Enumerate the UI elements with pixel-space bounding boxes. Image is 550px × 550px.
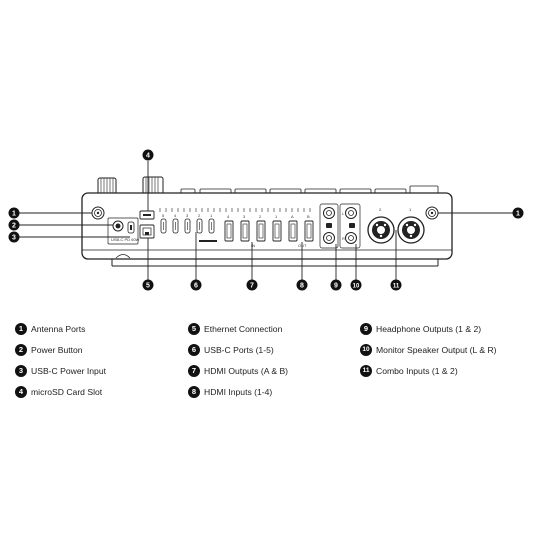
legend-badge: 4 <box>15 385 27 398</box>
callout-badge-1-left: 1 <box>8 207 20 219</box>
antenna-port-right <box>425 206 439 220</box>
legend-label: Power Button <box>31 344 83 355</box>
vent-row <box>159 208 311 212</box>
legend-badge: 3 <box>15 364 27 377</box>
callout-badge-2: 2 <box>8 219 20 231</box>
callout-badge-8: 8 <box>296 279 308 291</box>
combo-label-1: 1 <box>409 207 412 212</box>
device-rear-panel-diagram: USB-C PD 60W 5 4 3 2 1 <box>8 149 524 291</box>
legend-label: USB-C Power Input <box>31 365 106 376</box>
svg-text:3: 3 <box>12 235 16 242</box>
top-knob-left <box>97 177 117 195</box>
callout-badge-10: 10 <box>350 279 362 291</box>
legend-item-5: 5 Ethernet Connection <box>188 318 288 339</box>
callout-badge-1-right: 1 <box>512 207 524 219</box>
hdmi-label-1: 1 <box>275 214 278 219</box>
hdmi-labels: 4 3 2 1 A B IN OUT <box>227 214 310 248</box>
legend-badge: 6 <box>188 343 200 356</box>
usb-label-5: 5 <box>162 213 165 218</box>
legend-item-1: 1 Antenna Ports <box>15 318 106 339</box>
hdmi-label-2: 2 <box>259 214 262 219</box>
usb-label-1: 1 <box>210 213 213 218</box>
legend-badge: 2 <box>15 343 27 356</box>
callout-badge-7: 7 <box>246 279 258 291</box>
hdmi-in-label: IN <box>251 243 255 248</box>
monitor-label-r: R <box>342 236 345 241</box>
combo-inputs: 2 1 <box>367 207 425 244</box>
top-knob-right <box>142 176 164 195</box>
usb-label-4: 4 <box>174 213 177 218</box>
sd-ethernet-area <box>139 210 155 239</box>
legend-item-10: 10 Monitor Speaker Output (L & R) <box>360 339 497 360</box>
antenna-port-left <box>91 206 105 220</box>
callout-badge-6: 6 <box>190 279 202 291</box>
legend-label: USB-C Ports (1-5) <box>204 344 274 355</box>
legend-item-11: 11 Combo Inputs (1 & 2) <box>360 360 497 381</box>
legend-item-3: 3 USB-C Power Input <box>15 360 106 381</box>
hdmi-port-inner <box>226 223 312 239</box>
legend-label: Combo Inputs (1 & 2) <box>376 365 458 376</box>
svg-text:2: 2 <box>12 223 16 230</box>
callout-leaders <box>19 161 513 281</box>
legend-label: Antenna Ports <box>31 323 86 334</box>
legend-badge: 1 <box>15 322 27 335</box>
svg-text:1: 1 <box>516 211 520 218</box>
svg-text:4: 4 <box>146 153 150 160</box>
svg-text:8: 8 <box>300 283 304 290</box>
legend-label: Ethernet Connection <box>204 323 283 334</box>
legend-label: HDMI Inputs (1-4) <box>204 386 273 397</box>
legend-column-3: 9 Headphone Outputs (1 & 2) 10 Monitor Spe… <box>360 318 497 381</box>
legend-label: HDMI Outputs (A & B) <box>204 365 289 376</box>
usb-label-3: 3 <box>186 213 189 218</box>
legend-item-7: 7 HDMI Outputs (A & B) <box>188 360 288 381</box>
hdmi-label-4: 4 <box>227 214 230 219</box>
svg-text:7: 7 <box>250 283 254 290</box>
legend-item-2: 2 Power Button <box>15 339 106 360</box>
usb-c-ports: 5 4 3 2 1 <box>160 213 217 242</box>
callout-badge-3: 3 <box>8 231 20 243</box>
legend-item-4: 4 microSD Card Slot <box>15 381 106 402</box>
monitor-label-l: L <box>342 211 345 216</box>
svg-text:1: 1 <box>12 211 16 218</box>
svg-text:9: 9 <box>334 283 338 290</box>
legend-item-9: 9 Headphone Outputs (1 & 2) <box>360 318 497 339</box>
svg-text:6: 6 <box>194 283 198 290</box>
legend-label: Monitor Speaker Output (L & R) <box>376 344 497 355</box>
svg-text:11: 11 <box>393 284 400 290</box>
legend: 1 Antenna Ports 2 Power Button 3 USB-C Powe… <box>0 318 550 398</box>
callout-badge-11: 11 <box>390 279 402 291</box>
legend-badge: 10 <box>360 343 372 356</box>
legend-badge: 7 <box>188 364 200 377</box>
legend-item-8: 8 HDMI Inputs (1-4) <box>188 381 288 402</box>
usb-label-2: 2 <box>198 213 201 218</box>
hdmi-label-b: B <box>307 214 310 219</box>
legend-column-1: 1 Antenna Ports 2 Power Button 3 USB-C Powe… <box>15 318 106 402</box>
power-input-label: USB-C PD 60W <box>111 237 140 242</box>
legend-badge: 5 <box>188 322 200 335</box>
legend-badge: 8 <box>188 385 200 398</box>
svg-text:10: 10 <box>353 284 360 290</box>
svg-text:5: 5 <box>146 283 150 290</box>
callout-badge-4: 4 <box>142 149 154 161</box>
headphone-outputs <box>319 203 339 249</box>
legend-item-6: 6 USB-C Ports (1-5) <box>188 339 288 360</box>
callout-badge-5: 5 <box>142 279 154 291</box>
legend-label: Headphone Outputs (1 & 2) <box>376 323 482 334</box>
legend-badge: 11 <box>360 364 372 377</box>
callout-badge-9: 9 <box>330 279 342 291</box>
hdmi-label-3: 3 <box>243 214 246 219</box>
monitor-outputs: L R <box>339 203 361 249</box>
hdmi-label-a: A <box>291 214 294 219</box>
legend-badge: 9 <box>360 322 372 335</box>
combo-label-2: 2 <box>379 207 382 212</box>
power-area: USB-C PD 60W <box>107 217 140 245</box>
hdmi-out-label: OUT <box>298 243 307 248</box>
legend-label: microSD Card Slot <box>31 386 103 397</box>
